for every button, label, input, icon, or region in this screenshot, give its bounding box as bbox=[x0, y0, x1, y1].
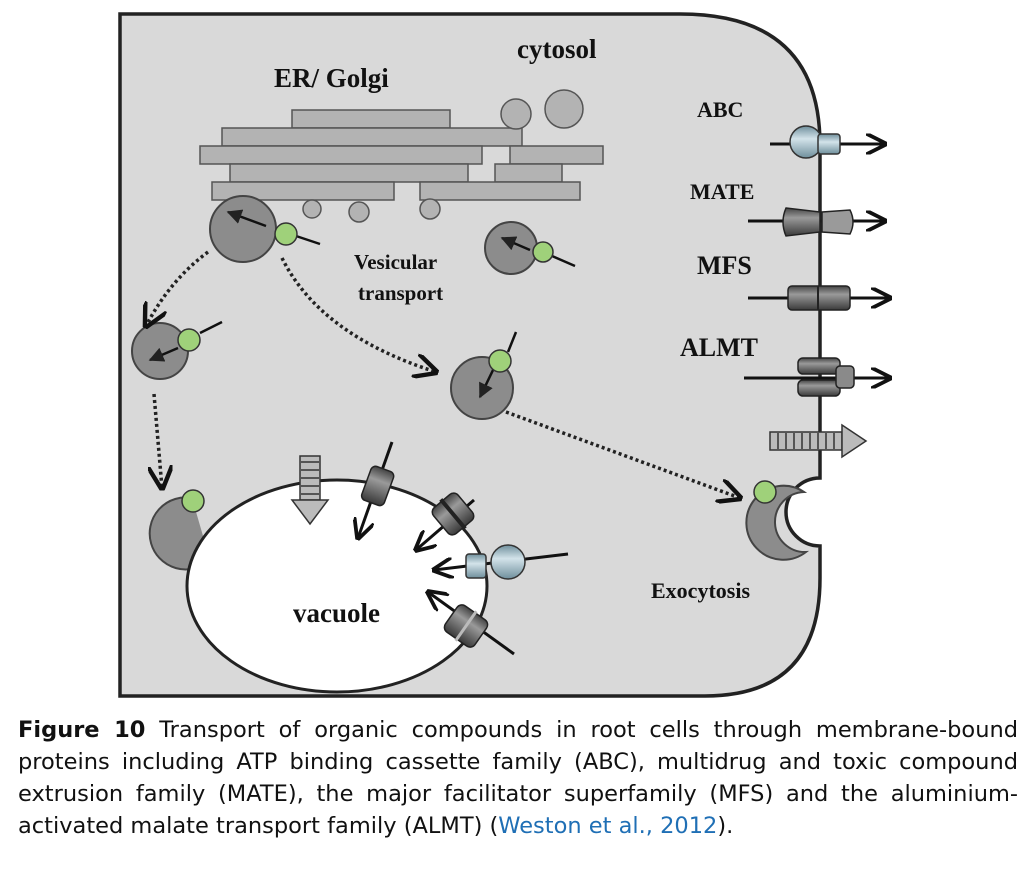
golgi-buds bbox=[302, 89, 584, 223]
figure-caption: Figure 10 Transport of organic compounds… bbox=[18, 714, 1018, 842]
er-golgi-stack bbox=[199, 109, 604, 201]
mfs-transporter bbox=[748, 285, 890, 311]
vesicle-golgi bbox=[209, 195, 321, 263]
er-golgi-label: ER/ Golgi bbox=[274, 63, 389, 93]
vesicle-cytosol bbox=[484, 221, 576, 275]
vacuole-mfs-transporter bbox=[358, 441, 395, 538]
mfs-label: MFS bbox=[697, 251, 752, 280]
abc-label: ABC bbox=[697, 97, 743, 122]
vacuole-abc-transporter bbox=[434, 544, 569, 579]
vesicular-transport-paths bbox=[146, 250, 740, 498]
citation-link[interactable]: Weston et al., 2012 bbox=[498, 813, 718, 839]
vesicle-middle bbox=[450, 331, 518, 420]
vacuole-mate-transporter bbox=[416, 492, 475, 550]
almt-label: ALMT bbox=[680, 333, 758, 362]
vesicular-label: Vesicular bbox=[354, 250, 437, 274]
striped-efflux-arrow bbox=[769, 423, 868, 459]
exocytosis-vesicle bbox=[745, 480, 810, 561]
mate-transporter bbox=[748, 207, 885, 237]
abc-transporter bbox=[770, 125, 885, 159]
vacuole-striped-arrow bbox=[290, 455, 330, 526]
vacuole-almt-transporter bbox=[428, 592, 515, 656]
mate-label: MATE bbox=[690, 179, 754, 204]
caption-text: Transport of organic compounds in root c… bbox=[18, 717, 1018, 839]
exocytosis-label: Exocytosis bbox=[651, 578, 750, 603]
almt-transporter bbox=[744, 357, 890, 397]
vacuole-label: vacuole bbox=[293, 598, 380, 628]
cell-diagram: cytosol ER/ Golgi Vesicular transport AB… bbox=[118, 12, 1036, 698]
figure-number: Figure 10 bbox=[18, 717, 146, 743]
caption-closing: ). bbox=[717, 813, 734, 839]
cytosol-label: cytosol bbox=[517, 34, 597, 64]
transport-label: transport bbox=[358, 281, 443, 305]
